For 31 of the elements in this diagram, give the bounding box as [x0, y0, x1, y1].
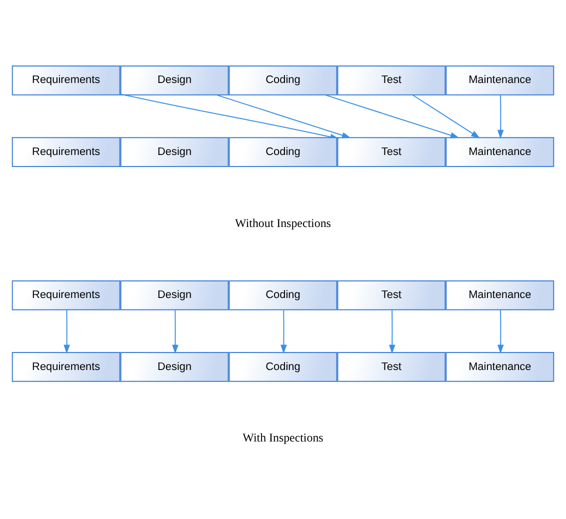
node-box: Test	[337, 65, 446, 96]
node-box: Design	[120, 352, 229, 382]
arrow	[389, 310, 396, 354]
arrow	[280, 310, 287, 354]
node-box: Test	[337, 280, 446, 310]
node-box: Maintenance	[446, 65, 554, 96]
arrow	[324, 94, 460, 138]
arrow	[412, 94, 480, 138]
node-box: Design	[120, 65, 229, 96]
arrow	[216, 94, 351, 138]
node-box: Design	[120, 137, 229, 167]
node-box: Coding	[228, 280, 338, 310]
node-box: Test	[337, 137, 446, 167]
node-box: Maintenance	[446, 280, 554, 310]
node-box: Requirements	[12, 352, 120, 382]
label: With Inspections	[242, 430, 324, 445]
arrow	[172, 310, 178, 354]
node-box: Coding	[228, 137, 338, 167]
node-box: Design	[120, 280, 229, 310]
node-box: Maintenance	[446, 352, 554, 382]
label: Without Inspections	[235, 216, 331, 230]
node-box: Maintenance	[446, 137, 554, 167]
node-box: Requirements	[12, 137, 120, 167]
arrow	[497, 94, 504, 139]
node-box: Coding	[228, 65, 338, 96]
arrow	[64, 310, 70, 354]
node-box: Requirements	[12, 280, 120, 310]
node-box: Test	[337, 352, 446, 382]
node-box: Requirements	[12, 65, 120, 96]
node-box: Coding	[228, 352, 338, 382]
arrow	[497, 310, 504, 354]
